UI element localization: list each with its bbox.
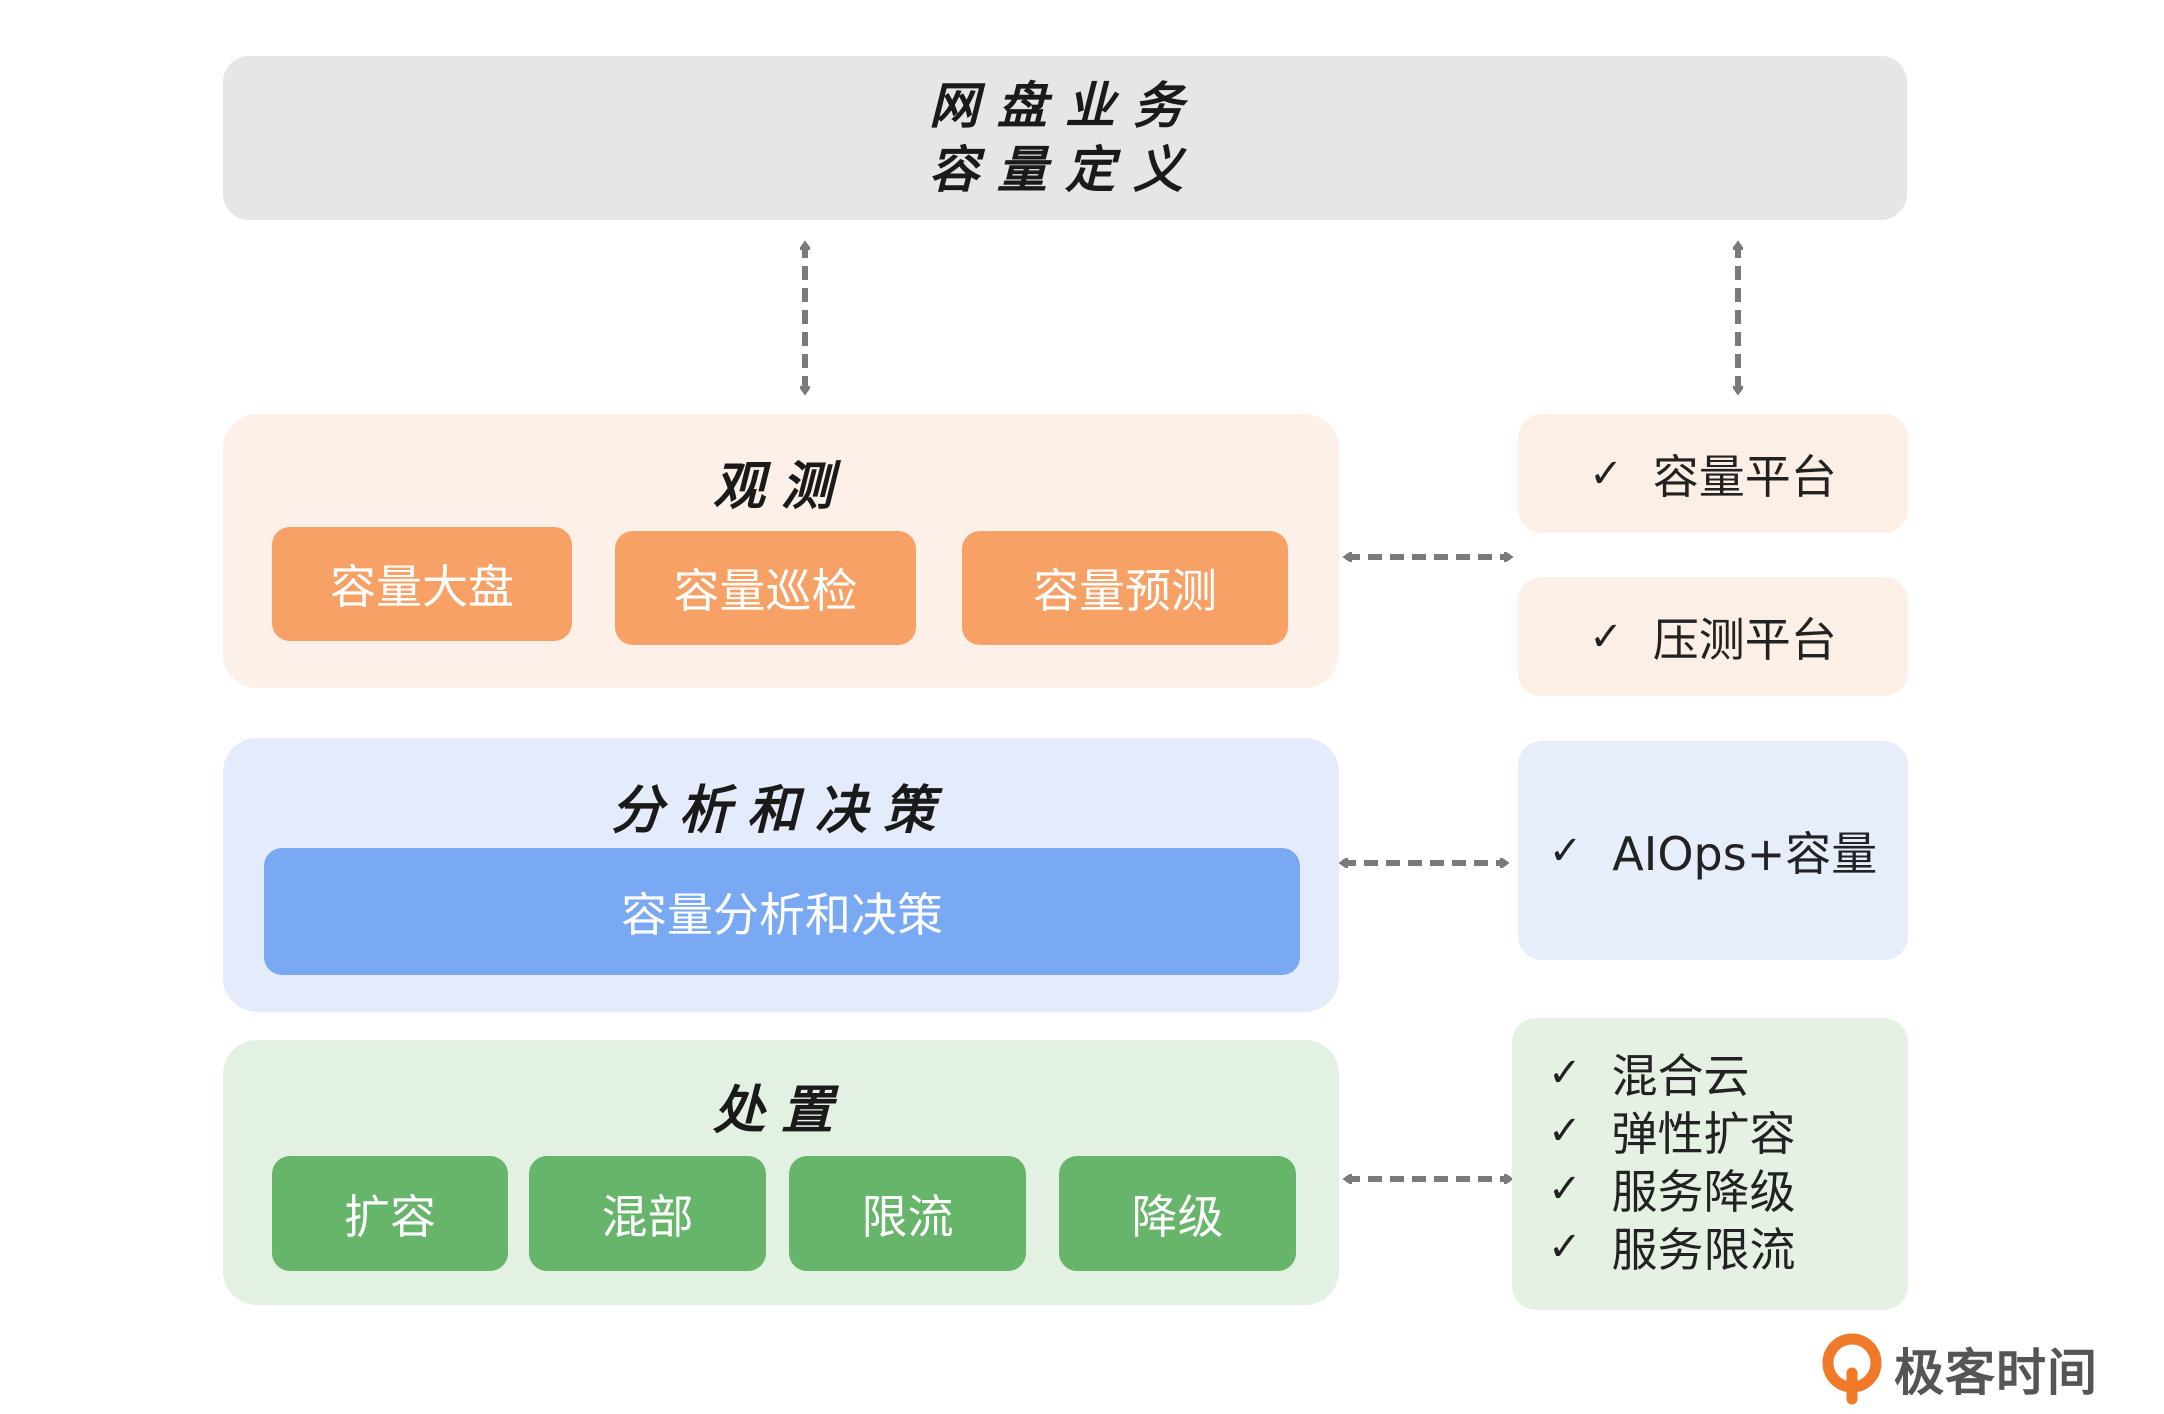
geekbang-logo-text: 极客时间 bbox=[1894, 1344, 2098, 1402]
analysis-title: 分析和决策 bbox=[610, 781, 951, 841]
aiops-label: AIOps+容量 bbox=[1612, 826, 1878, 881]
geekbang-logo: 极客时间 bbox=[1822, 1333, 2098, 1405]
action-list-item: ✓ 服务降级 bbox=[1548, 1160, 1908, 1219]
action-item-rate-limit: 限流 bbox=[789, 1156, 1026, 1271]
pressure-platform-label: 压测平台 bbox=[1652, 612, 1837, 667]
check-icon: ✓ bbox=[1589, 613, 1623, 660]
check-icon: ✓ bbox=[1548, 1050, 1582, 1096]
action-list-item: ✓ 弹性扩容 bbox=[1548, 1102, 1908, 1161]
analysis-item: 容量分析和决策 bbox=[264, 848, 1300, 975]
top-title-line1: 网盘业务 bbox=[929, 77, 1201, 135]
observe-item-dashboard: 容量大盘 bbox=[272, 527, 572, 641]
action-list-item: ✓ 混合云 bbox=[1548, 1044, 1908, 1103]
action-list-box: ✓ 混合云 ✓ 弹性扩容 ✓ 服务降级 ✓ 服务限流 bbox=[1512, 1018, 1908, 1310]
top-title-line2: 容量定义 bbox=[929, 141, 1201, 199]
action-list-label: 服务降级 bbox=[1611, 1165, 1796, 1219]
action-list-label: 弹性扩容 bbox=[1611, 1107, 1796, 1161]
business-capacity-definition: 网盘业务 容量定义 bbox=[223, 56, 1907, 220]
action-title: 处置 bbox=[712, 1081, 849, 1141]
action-item-scale-out: 扩容 bbox=[272, 1156, 508, 1271]
check-icon: ✓ bbox=[1548, 1224, 1582, 1270]
observe-item-forecast: 容量预测 bbox=[962, 531, 1288, 645]
observe-title: 观测 bbox=[712, 457, 849, 517]
pressure-platform-box: ✓ 压测平台 bbox=[1518, 577, 1908, 696]
check-icon: ✓ bbox=[1548, 1108, 1582, 1154]
analysis-panel: 分析和决策 容量分析和决策 bbox=[223, 738, 1339, 1012]
capacity-platform-label: 容量平台 bbox=[1652, 449, 1837, 504]
aiops-box: ✓ AIOps+容量 bbox=[1518, 741, 1908, 960]
action-item-degrade: 降级 bbox=[1059, 1156, 1296, 1271]
check-icon: ✓ bbox=[1548, 1166, 1582, 1212]
action-list-item: ✓ 服务限流 bbox=[1548, 1218, 1908, 1277]
capacity-platform-box: ✓ 容量平台 bbox=[1518, 414, 1908, 533]
action-list-label: 服务限流 bbox=[1611, 1223, 1796, 1277]
check-icon: ✓ bbox=[1589, 450, 1623, 497]
observe-panel: 观测 容量大盘 容量巡检 容量预测 bbox=[223, 414, 1339, 688]
geekbang-logo-icon bbox=[1822, 1333, 1882, 1405]
check-icon: ✓ bbox=[1548, 827, 1583, 874]
action-panel: 处置 扩容 混部 限流 降级 bbox=[223, 1040, 1339, 1305]
action-item-colocation: 混部 bbox=[529, 1156, 766, 1271]
observe-item-inspection: 容量巡检 bbox=[615, 531, 916, 645]
action-list-label: 混合云 bbox=[1611, 1049, 1750, 1103]
